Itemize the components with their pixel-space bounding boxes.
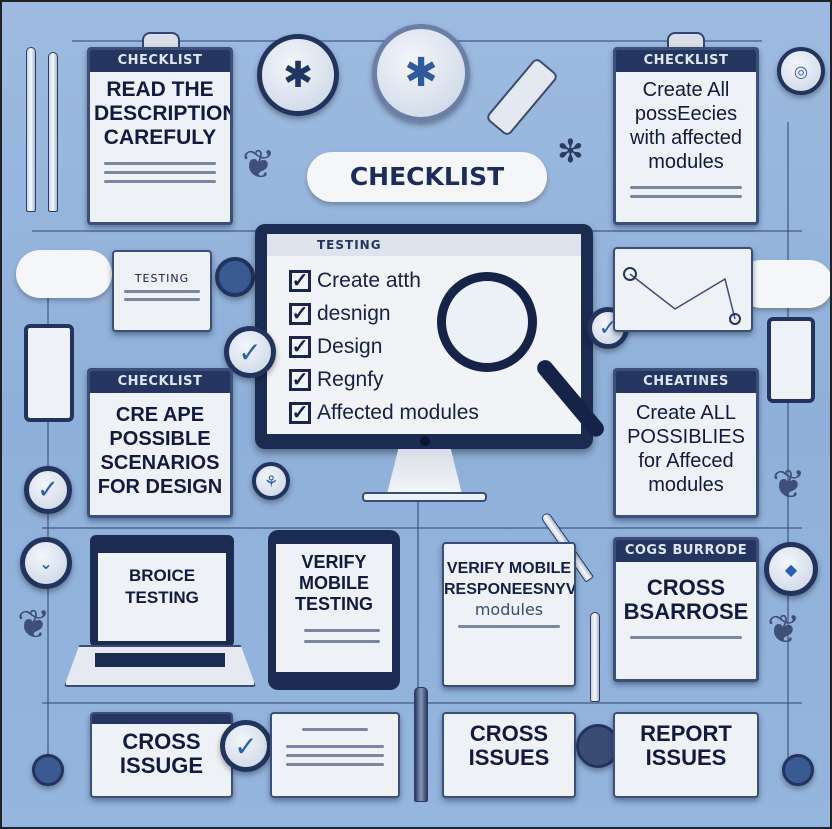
pen-icon xyxy=(26,47,36,212)
checklist-card-create-all: CHECKLIST Create All possEecies with aff… xyxy=(613,47,759,225)
target-icon: ◎ xyxy=(777,47,825,95)
tablet-screen: VERIFY MOBILE TESTING xyxy=(276,544,392,672)
card-text: Create All possEecies with affected modu… xyxy=(630,79,742,173)
responsive-modules-card: VERIFY MOBILE RESPONEESNYVE modules xyxy=(442,542,576,687)
checklist-card-scenarios: CHECKLIST CRE APE POSSIBLE SCENARIOS FOR… xyxy=(87,368,233,518)
bug-magnifier-icon: ✱ xyxy=(372,24,470,122)
checkmark-icon: ✓ xyxy=(587,307,629,349)
item-label: Create atth xyxy=(317,268,421,292)
laptop-icon: BROICE TESTING xyxy=(90,535,234,647)
text-card xyxy=(270,712,400,798)
screen-header: TESTING xyxy=(267,234,581,256)
tablet-icon: VERIFY MOBILE TESTING xyxy=(268,530,400,690)
checkbox-checked-icon: ✓ xyxy=(289,401,311,424)
card-header: CHEATINES xyxy=(616,371,756,393)
checkbox-checked-icon: ✓ xyxy=(289,302,311,325)
card-text: REPORT ISSUES xyxy=(640,721,732,770)
card-text: VERIFY MOBILE RESPONEESNYVE xyxy=(444,560,576,598)
pen-icon xyxy=(48,52,58,212)
pen-icon xyxy=(484,56,560,138)
checklist-item[interactable]: ✓ Create atth xyxy=(289,264,581,297)
card-text: CROSS ISSUES xyxy=(468,721,550,770)
badge-icon xyxy=(215,257,255,297)
checklist-item[interactable]: ✓ Design xyxy=(289,330,581,363)
item-label: Regnfy xyxy=(317,367,384,391)
cross-issuge-card: CROSS ISSUGE xyxy=(90,712,233,798)
card-header: CHECKLIST xyxy=(616,50,756,72)
card-header: CHECKLIST xyxy=(90,50,230,72)
card-header: COGS BURRODE xyxy=(616,540,756,562)
monitor-stand xyxy=(387,449,462,494)
navigation-icon: ◆ xyxy=(764,542,818,596)
leaf-icon: ❦ xyxy=(17,602,51,648)
laptop-screen-text: BROICE TESTING xyxy=(98,553,226,641)
report-issues-card[interactable]: REPORT ISSUES xyxy=(613,712,759,798)
item-label: desnign xyxy=(317,301,391,325)
flow-diagram-icon xyxy=(623,267,741,325)
pen-icon xyxy=(414,687,428,802)
phone-icon xyxy=(767,317,815,403)
phone-icon xyxy=(24,324,74,422)
connector-line xyxy=(47,282,49,762)
magnifier-icon xyxy=(437,272,537,372)
heart-badge-icon xyxy=(576,724,620,768)
pen-icon xyxy=(590,612,600,702)
item-label: Design xyxy=(317,334,383,358)
cross-browser-card: COGS BURRODE CROSS BSARROSE xyxy=(613,537,759,682)
monitor: TESTING ✓ Create atth ✓ desnign ✓ Design ✓ R… xyxy=(255,224,593,449)
checkbox-checked-icon: ✓ xyxy=(289,269,311,292)
card-text: CROSS BSARROSE xyxy=(623,575,749,624)
leaf-icon: ❦ xyxy=(772,462,806,508)
diagram-card xyxy=(613,247,753,332)
leaf-icon: ❦ xyxy=(767,607,801,653)
badge-icon: ⚘ xyxy=(252,462,290,500)
checkmark-icon: ✓ xyxy=(220,720,272,772)
card-header: CHECKLIST xyxy=(90,371,230,393)
checklist-item[interactable]: ✓ Regnfy xyxy=(289,363,581,396)
checklist-banner: CHECKLIST xyxy=(307,152,547,202)
checklist-card-read-description: CHECKLIST READ THE DESCRIPTION CAREFULY xyxy=(87,47,233,225)
item-label: Affected modules xyxy=(317,400,479,424)
testing-card: TESTING xyxy=(112,250,212,332)
bug-icon: ✱ xyxy=(257,34,339,116)
cross-issues-card: CROSS ISSUES xyxy=(442,712,576,798)
connector-line xyxy=(42,527,802,529)
bug-icon: ✻ xyxy=(557,132,584,170)
connector-line xyxy=(787,122,789,762)
card-text: Create ALL POSSIBLIES for Affeced module… xyxy=(627,402,745,496)
card-text: CRE APE POSSIBLE SCENARIOS FOR DESIGN xyxy=(97,404,223,498)
badge-icon xyxy=(782,754,814,786)
checkmark-icon: ✓ xyxy=(224,326,276,378)
checkmark-icon: ✓ xyxy=(24,466,72,514)
navigation-icon: ⌄ xyxy=(20,537,72,589)
card-text: READ THE DESCRIPTION CAREFULY xyxy=(94,78,233,149)
banner-title: CHECKLIST xyxy=(349,162,505,191)
checkbox-checked-icon: ✓ xyxy=(289,335,311,358)
checklist-item[interactable]: ✓ Affected modules xyxy=(289,396,581,429)
monitor-base xyxy=(362,492,487,502)
leaf-icon: ❦ xyxy=(242,142,276,188)
card-subtext: modules xyxy=(474,600,544,619)
badge-icon xyxy=(32,754,64,786)
connector-line xyxy=(417,502,419,802)
tablet-text: VERIFY MOBILE TESTING xyxy=(294,552,373,614)
cloud-icon xyxy=(16,250,112,298)
card-text: CROSS ISSUGE xyxy=(119,729,204,778)
checkbox-checked-icon: ✓ xyxy=(289,368,311,391)
checklist-item[interactable]: ✓ desnign xyxy=(289,297,581,330)
laptop-keyboard xyxy=(64,645,256,687)
card-text: TESTING xyxy=(134,272,190,285)
checklist-card-affected-modules: CHEATINES Create ALL POSSIBLIES for Affe… xyxy=(613,368,759,518)
